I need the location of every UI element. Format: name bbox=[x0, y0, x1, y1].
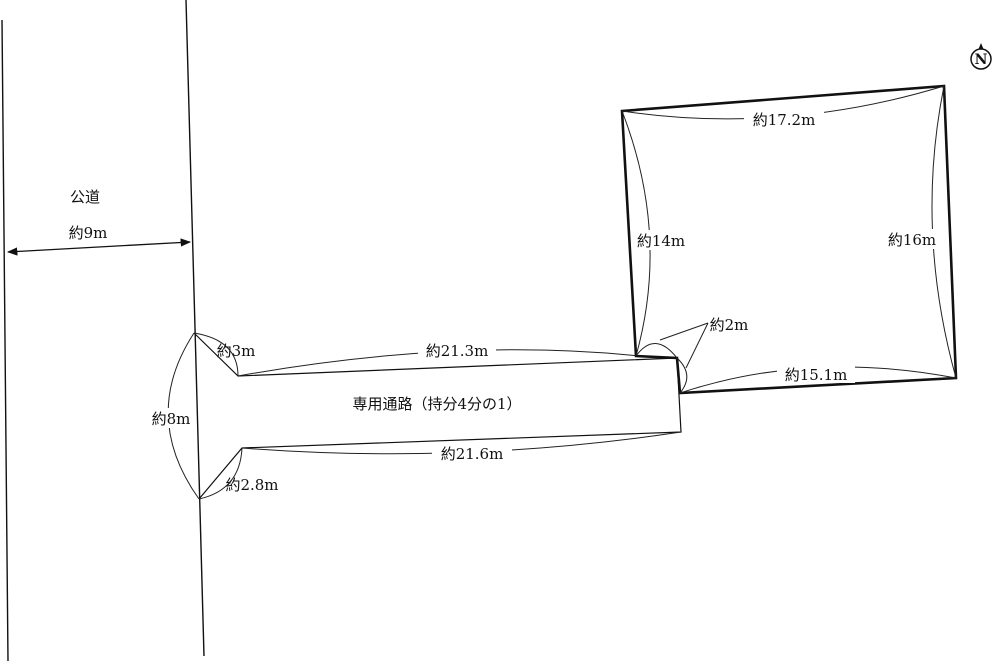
passage-bottom-length-label: 約21.6m bbox=[441, 445, 504, 463]
connection-leader-1 bbox=[659, 322, 709, 341]
road-right-edge bbox=[185, 0, 205, 657]
lot-left-label: 約14m bbox=[637, 232, 685, 250]
passage-label: 専用通路（持分4分の1） bbox=[352, 395, 521, 413]
passage-top-length-label: 約21.3m bbox=[426, 342, 489, 360]
connection-leader-2 bbox=[685, 322, 709, 369]
connection-arc bbox=[635, 343, 678, 359]
road-width-label: 約9m bbox=[69, 224, 108, 242]
connection-label: 約2m bbox=[710, 316, 749, 334]
lot-top-label: 約17.2m bbox=[753, 111, 816, 129]
lot-right-label: 約16m bbox=[888, 231, 936, 249]
entrance-top-label: 約3m bbox=[217, 342, 256, 360]
entrance-bottom-label: 約2.8m bbox=[225, 476, 278, 494]
road-left-edge bbox=[1, 19, 9, 661]
entrance-bottom-arc bbox=[198, 447, 243, 500]
entrance-top-arc bbox=[193, 332, 239, 377]
road-width-arrow bbox=[6, 238, 192, 256]
entrance-total-label: 約8m bbox=[152, 410, 191, 428]
connection-side-arc bbox=[676, 357, 688, 394]
north-compass-icon: N bbox=[970, 43, 992, 70]
compass-letter: N bbox=[975, 52, 988, 68]
private-passage-outline bbox=[193, 332, 682, 500]
lot-bottom-label: 約15.1m bbox=[785, 366, 848, 384]
road-name-label: 公道 bbox=[70, 188, 100, 206]
